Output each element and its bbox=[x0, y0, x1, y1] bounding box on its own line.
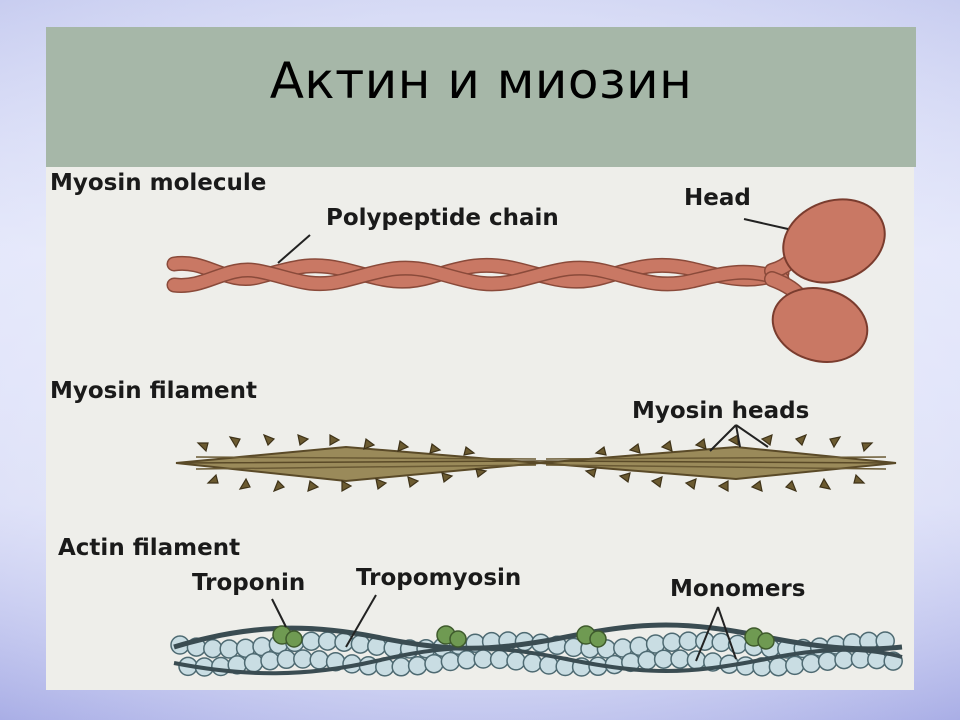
actin-monomer bbox=[662, 632, 682, 652]
actin-monomer bbox=[276, 649, 297, 670]
myosin-molecule-label: Myosin molecule bbox=[50, 170, 267, 196]
actin-monomer bbox=[653, 649, 674, 669]
actin-monomer bbox=[407, 655, 428, 676]
myosin-filament-label: Myosin filament bbox=[50, 378, 258, 404]
actin-monomer bbox=[801, 653, 821, 674]
actin-monomer bbox=[506, 651, 526, 671]
tropomyosin-label: Tropomyosin bbox=[356, 565, 522, 591]
actin-monomer bbox=[301, 631, 321, 651]
actin-monomer bbox=[350, 634, 371, 654]
monomers-label: Monomers bbox=[670, 576, 806, 602]
actin-monomer bbox=[243, 653, 264, 673]
actin-monomer bbox=[785, 655, 805, 676]
actin-monomer bbox=[850, 649, 871, 669]
actin-filament-drawing bbox=[170, 594, 903, 677]
myosin-filament-drawing bbox=[175, 424, 897, 493]
actin-monomer bbox=[440, 651, 461, 672]
actin-monomer bbox=[260, 650, 280, 671]
actin-monomer bbox=[489, 649, 510, 670]
actin-monomer bbox=[457, 650, 477, 670]
actin-monomer bbox=[817, 651, 838, 671]
actin-filament-label: Actin filament bbox=[58, 535, 241, 561]
actin-monomer bbox=[293, 649, 313, 669]
slide-title: Актин и миозин bbox=[269, 52, 693, 110]
actin-monomer bbox=[317, 631, 338, 651]
troponin-markers bbox=[272, 625, 775, 650]
actin-monomer bbox=[473, 649, 493, 669]
myosin-heads-label: Myosin heads bbox=[632, 398, 810, 424]
troponin-label: Troponin bbox=[192, 570, 306, 596]
actin-monomer bbox=[334, 632, 354, 652]
actin-monomer bbox=[391, 657, 411, 677]
actin-monomer bbox=[424, 653, 444, 674]
muscle-protein-diagram bbox=[166, 198, 903, 677]
figure-panel bbox=[46, 167, 914, 690]
actin-monomer bbox=[670, 649, 690, 669]
polypeptide-chain-label: Polypeptide chain bbox=[326, 205, 559, 231]
head-label: Head bbox=[684, 185, 751, 211]
actin-monomer bbox=[768, 656, 789, 677]
actin-monomer bbox=[309, 650, 329, 670]
actin-monomer bbox=[637, 650, 657, 671]
myosin-molecule-drawing bbox=[166, 198, 886, 363]
actin-monomer bbox=[678, 631, 699, 651]
actin-monomer bbox=[522, 653, 543, 673]
title-band bbox=[46, 27, 916, 167]
actin-monomer bbox=[834, 649, 854, 670]
actin-monomer bbox=[203, 638, 223, 659]
